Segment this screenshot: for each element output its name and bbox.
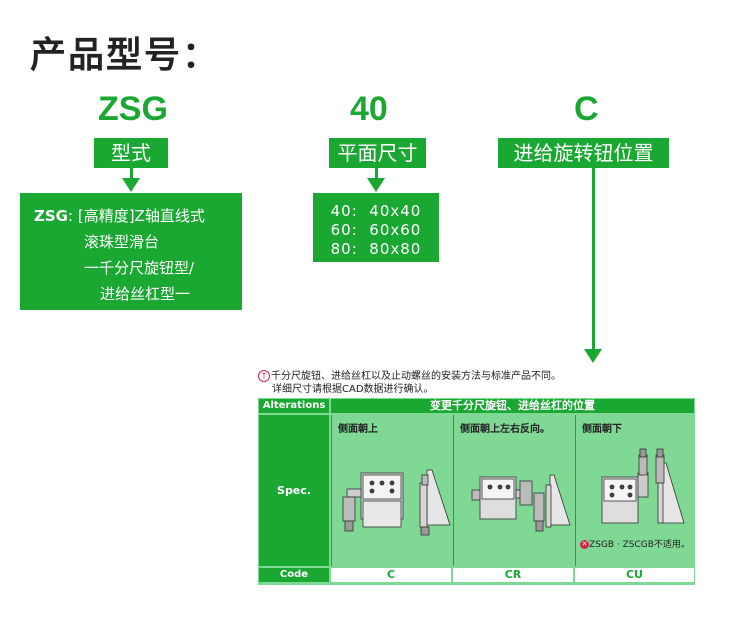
option-cell-cr: 侧面朝上左右反向。 [453, 415, 574, 566]
series-desc-text1: [高精度]Z轴直线式 [77, 207, 205, 225]
size-option: 40: 40x40 [330, 202, 422, 220]
code-value-cu: CU [575, 568, 694, 582]
stage-diagram-cu [601, 448, 685, 524]
warning-text: ZSGB · ZSCGB不适用。 [589, 540, 690, 550]
arrow-down-icon [122, 178, 140, 192]
series-desc-line2: 滚珠型滑台 [84, 233, 160, 251]
arrow-size-line [375, 168, 378, 180]
page-title: 产品型号： [30, 35, 221, 76]
tag-size: 平面尺寸 [329, 138, 426, 168]
option-heading: 侧面朝上左右反向。 [460, 424, 550, 435]
arrow-down-icon [584, 349, 602, 363]
code-series: ZSG [98, 90, 168, 128]
tag-knob: 进给旋转钮位置 [498, 138, 669, 168]
series-desc-panel: ZSG: [高精度]Z轴直线式 滚珠型滑台 一千分尺旋钮型/ 进给丝杠型一 [20, 193, 242, 310]
code-knob: C [574, 90, 599, 128]
option-cell-c: 侧面朝上 [331, 415, 452, 566]
alterations-value: 变更千分尺旋钮、进给丝杠的位置 [331, 399, 694, 413]
option-cell-cu: 侧面朝下 ✕ZSGB · ZSCGB不适用。 [575, 415, 695, 566]
size-option: 80: 80x80 [330, 240, 422, 258]
code-value-cr: CR [453, 568, 573, 582]
series-desc-line3: 一千分尺旋钮型/ [84, 259, 195, 277]
size-panel: 40: 40x40 60: 60x60 80: 80x80 [313, 193, 439, 262]
code-value-c: C [331, 568, 451, 582]
series-desc-line1: ZSG: [高精度]Z轴直线式 [34, 205, 205, 226]
series-desc-line4: 进给丝杠型一 [100, 285, 191, 303]
size-option: 60: 60x60 [330, 221, 422, 239]
alterations-label: Alterations [259, 399, 329, 413]
series-label: ZSG [34, 207, 68, 225]
code-size: 40 [350, 90, 388, 128]
note-text1: 千分尺旋钮、进给丝杠以及止动螺丝的安装方法与标准产品不同。 [271, 371, 561, 382]
stage-diagram-cr [471, 474, 571, 532]
option-warning: ✕ZSGB · ZSCGB不适用。 [580, 537, 690, 550]
tag-series: 型式 [94, 138, 168, 168]
spec-label: Spec. [259, 415, 329, 566]
code-label: Code [259, 568, 329, 582]
option-heading: 侧面朝上 [338, 424, 378, 435]
prohibited-icon: ✕ [580, 540, 589, 549]
alterations-table: Alterations 变更千分尺旋钮、进给丝杠的位置 Spec. 侧面朝上 [258, 398, 695, 585]
stage-diagram-c [342, 469, 451, 536]
arrow-down-icon [367, 178, 385, 192]
arrow-series-line [130, 168, 133, 180]
arrow-knob-line [592, 168, 595, 350]
info-icon: T [258, 370, 270, 382]
option-heading: 侧面朝下 [582, 424, 622, 435]
note-line2: 详细尺寸请根据CAD数据进行确认。 [272, 384, 434, 395]
series-colon: : [68, 207, 74, 225]
